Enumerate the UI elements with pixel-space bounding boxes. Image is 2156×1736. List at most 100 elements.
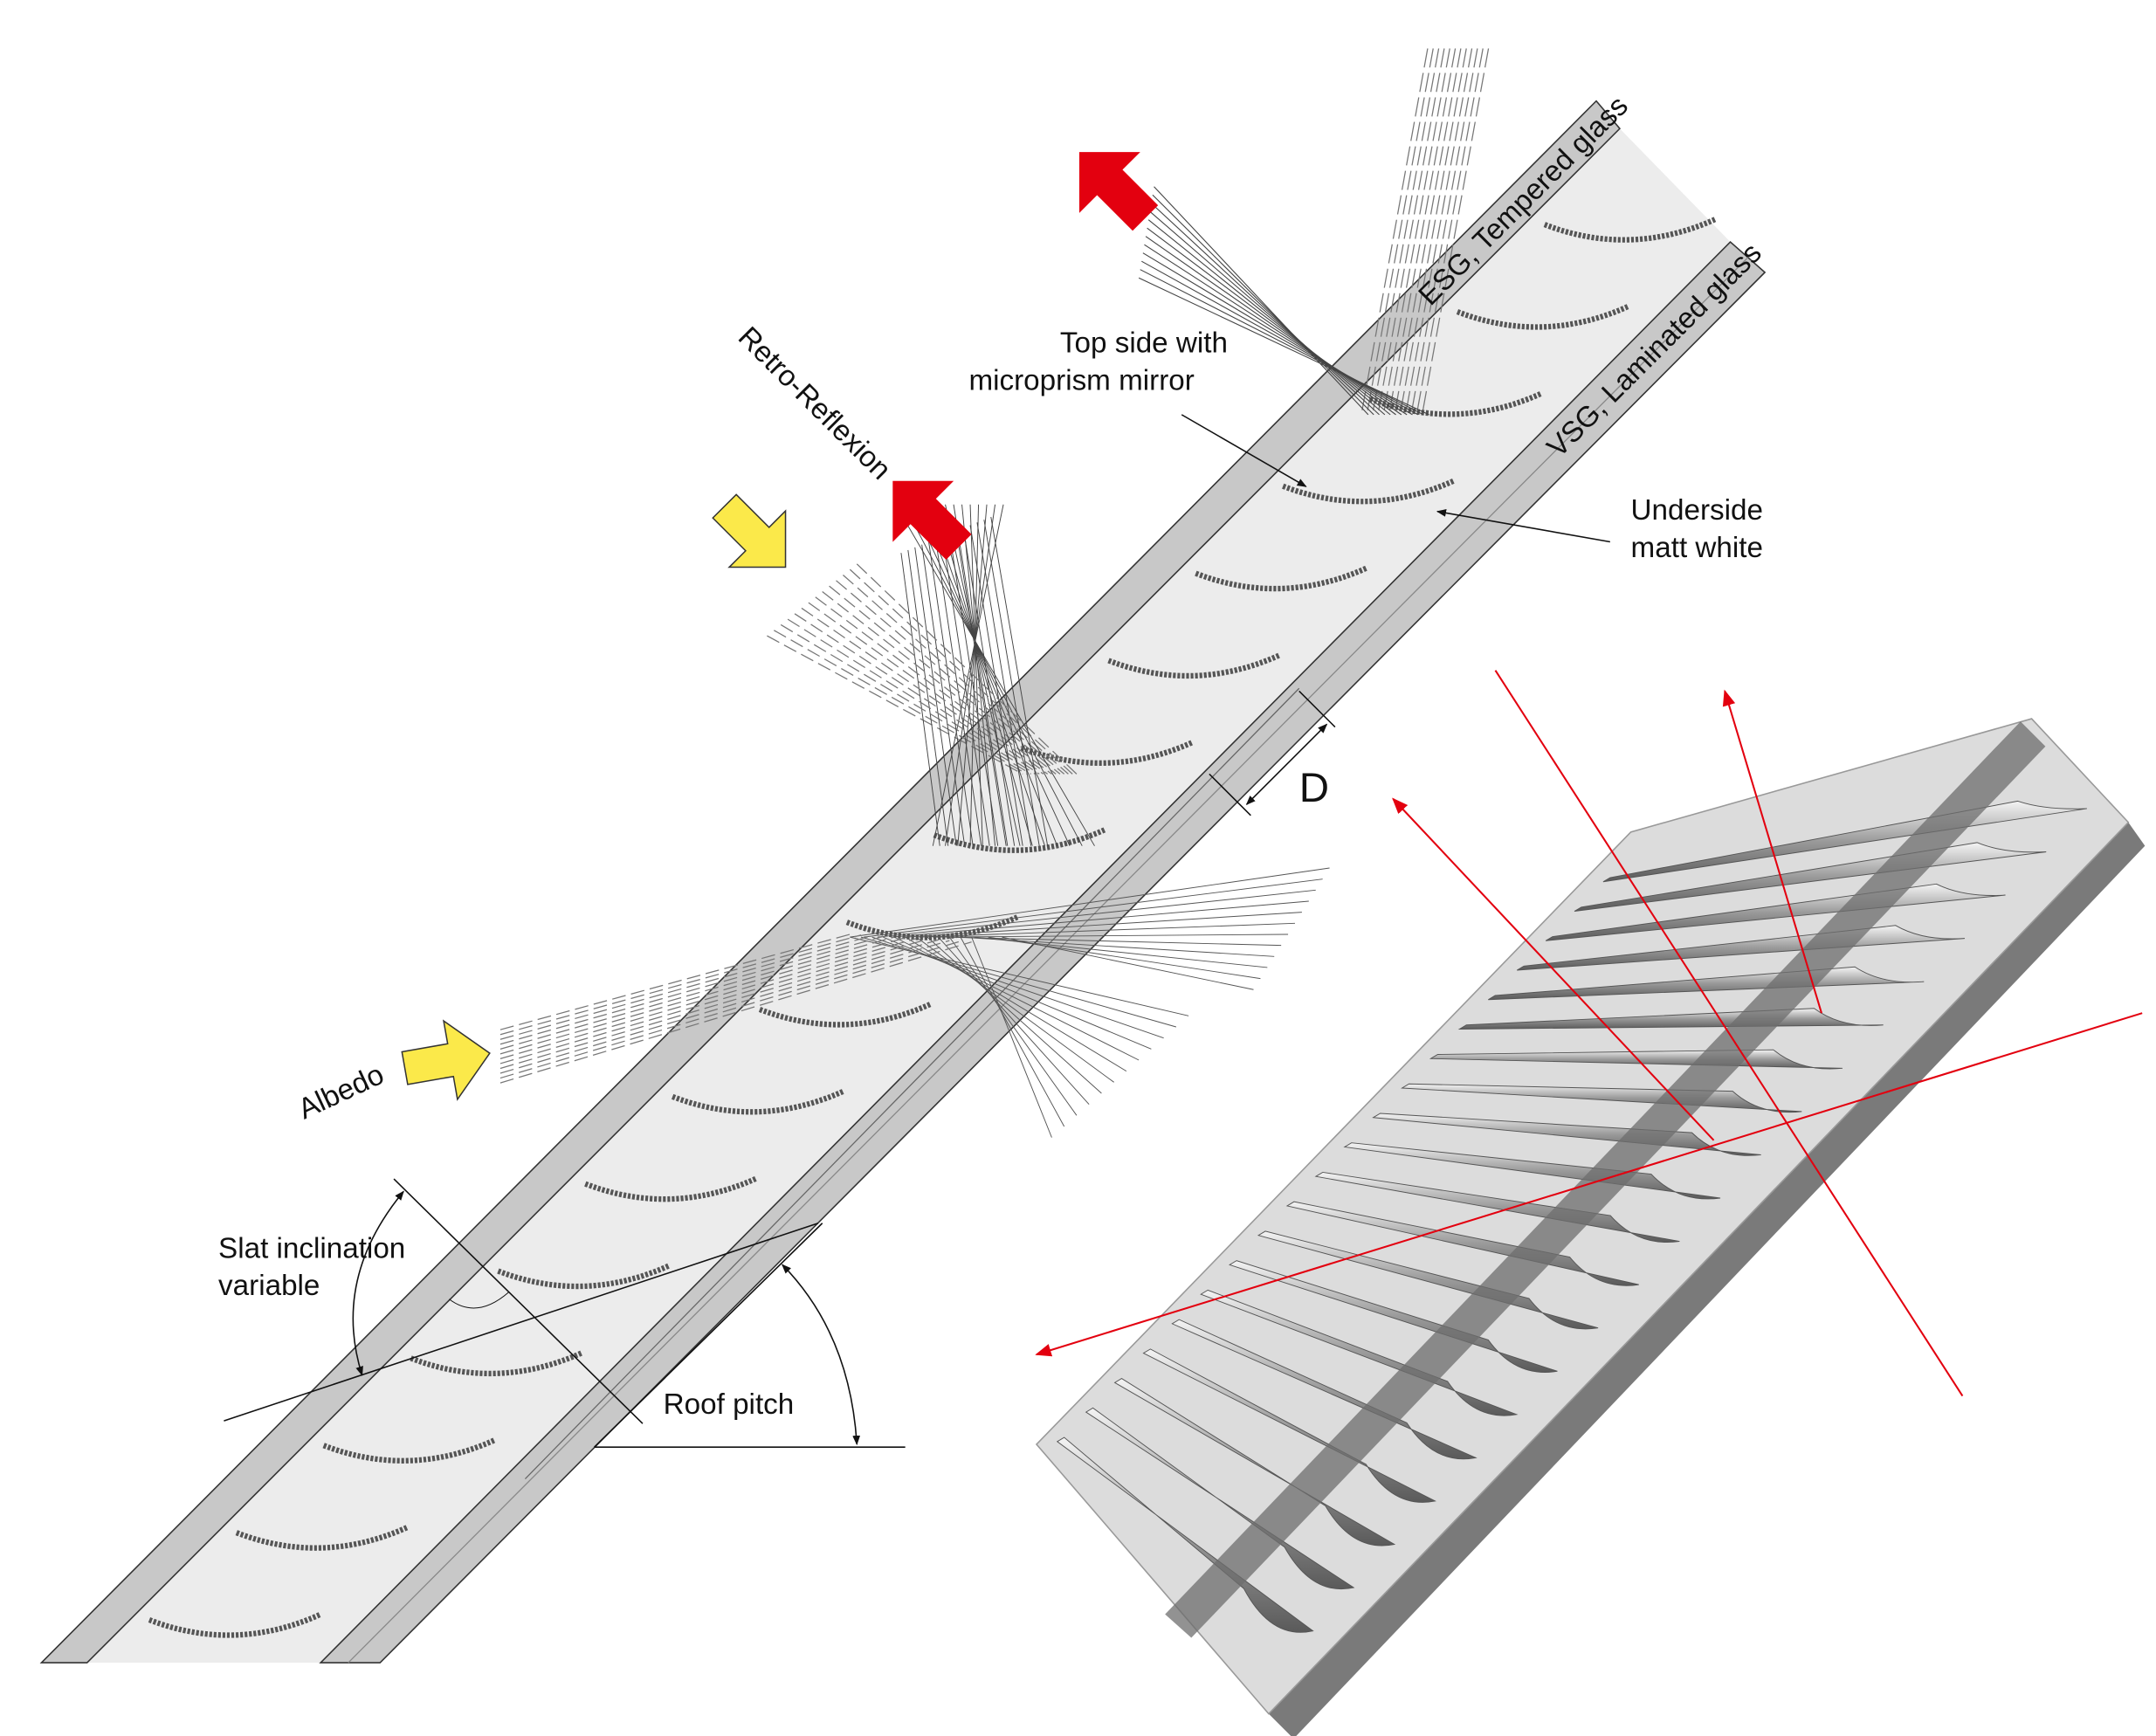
incoming-red-ray [1494,670,1964,1397]
transmitted-red-ray [1035,1012,2143,1357]
reflected-ray [1140,269,1424,416]
slat-inclination-line [224,1223,819,1422]
scattered-ray [938,936,1090,1105]
distance-extension-line [1209,773,1251,816]
underside-label-line2: matt white [1631,532,1763,564]
scattered-ray [971,936,1052,1138]
reflected-ray [1138,277,1429,416]
scattered-ray [905,936,1127,1072]
incident-ray-dashed [856,563,1078,775]
reflected-ray [1147,219,1391,416]
panel-slat [1085,1407,1355,1590]
retro-reflected-ray [945,504,1021,846]
slat-inclination-label-line2: variable [218,1270,320,1302]
albedo-ray-dashed [499,938,928,1064]
incident-ray-dashed [767,635,1023,775]
panel-slat [1200,1289,1519,1416]
esg-tempered-glass-pane [39,100,1621,1664]
reflected-ray [1152,194,1374,416]
roof-pitch-slope-line [594,1223,823,1448]
panel-slat [1372,1113,1761,1156]
reflected-ray [1142,252,1413,416]
slat-normal-line [393,1178,644,1424]
scattered-ray [933,933,1289,938]
retro-reflected-ray [969,525,1023,846]
retro-reflected-ray [976,522,1032,846]
panel-slat [1056,1436,1314,1633]
albedo-ray-dashed [499,935,884,1045]
albedo-ray-dashed [499,934,862,1036]
scattered-ray [883,936,1152,1050]
retro-reflected-ray [936,504,1033,846]
retro-reflected-ray [900,553,940,846]
retro-reflected-ray [945,504,996,846]
incident-ray-dashed [836,580,1065,775]
scattered-ray [905,912,1302,938]
retro-reflected-ray [953,504,1009,846]
retro-reflected-ray [921,544,966,846]
retro-reflected-ray [983,520,1040,846]
scattered-ray [877,889,1316,938]
albedo-ray-dashed [499,939,939,1070]
scattered-ray [947,936,1282,947]
albedo-ray-dashed [499,936,895,1050]
incident-ray-dashed [822,590,1057,775]
slat-inclination-label-line1: Slat inclination [218,1232,405,1264]
reflected-ray [1149,210,1386,416]
panel-slat [1229,1260,1558,1373]
incident-ray-dashed [829,585,1061,775]
glazing-section [39,100,1767,1664]
albedo-ray-dashed [499,934,872,1040]
incident-ray-dashed [1421,48,1490,415]
reflected-red-ray [1392,797,1715,1141]
incident-ray-dashed [1377,48,1445,415]
reflected-ray [1151,203,1380,416]
reflected-ray [1145,236,1402,416]
reflected-ray [1144,244,1408,416]
scattered-ray [871,936,1164,1039]
slat-inclination-arc [352,1190,404,1376]
incident-ray-dashed [1410,48,1478,415]
retro-reflected-ray [935,539,982,846]
underside-leader [1436,509,1610,543]
vsg-interlayer-line [348,257,1749,1664]
incident-ray-dashed [780,623,1032,775]
scattered-ray [864,878,1323,938]
red-rays [1035,670,2143,1397]
albedo-ray-dashed [499,940,961,1079]
red-retro-reflection-arrow [892,480,972,560]
incident-ray-dashed [843,574,1069,775]
distance-extension-line [1298,690,1336,728]
retro-reflected-ray [962,527,1016,846]
underside-label-line1: Underside [1631,494,1763,527]
panel-slat [1343,1142,1721,1200]
top-side-label-line2: microprism mirror [968,364,1194,396]
distance-label: D [1299,765,1329,811]
vsg-interlayer-line [524,687,1300,1479]
albedo-label: Albedo [293,1058,389,1126]
incident-ray-dashed [1360,48,1429,415]
reflected-ray [1147,227,1396,416]
panel-slat [1314,1171,1680,1243]
scattered-ray [926,936,1102,1094]
roof-pitch-label: Roof pitch [664,1388,795,1421]
retro-reflected-ray [928,504,1045,846]
incident-ray-dashed [1366,48,1434,415]
retro-reflected-ray [928,541,974,846]
top-side-leader [1181,414,1307,487]
scattered-ray [893,936,1140,1061]
retro-reflected-ray [961,504,996,846]
light-rays [499,48,1490,1138]
incident-ray-dashed [773,630,1028,775]
scattered-ray [850,867,1330,938]
scattered-ray [960,936,1065,1127]
scattered-ray [916,936,1114,1083]
annotation-lines [224,414,1610,1448]
retro-reflected-ray [903,504,1083,846]
retro-reflected-ray [920,504,1058,846]
reflected-ray [1141,260,1419,416]
incident-ray-dashed [1399,48,1467,415]
retro-reflected-ray [895,504,1095,846]
top-side-label-line1: Top side with [1060,327,1228,360]
